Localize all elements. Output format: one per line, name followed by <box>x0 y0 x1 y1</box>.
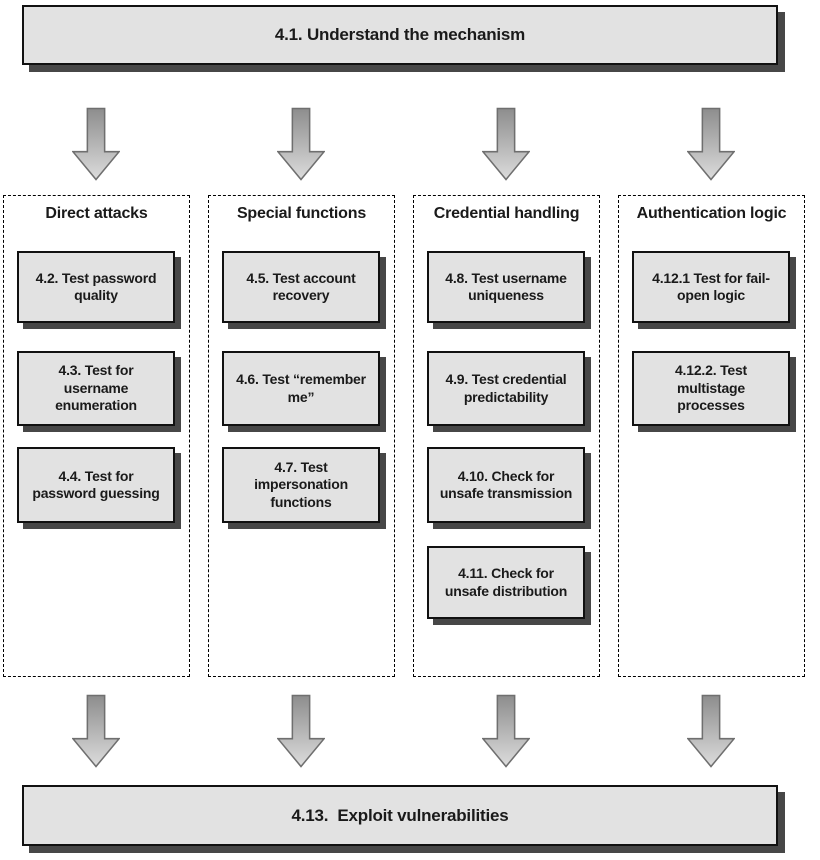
down-arrow-icon <box>482 694 530 768</box>
box-exploit-vulnerabilities: 4.13. Exploit vulnerabilities <box>22 785 778 846</box>
step-box-4-12-2: 4.12.2. Test multistage processes <box>632 351 790 426</box>
step-box-4-4: 4.4. Test for password guessing <box>17 447 175 523</box>
step-box-4-3: 4.3. Test for username enumeration <box>17 351 175 426</box>
down-arrow-icon <box>72 107 120 181</box>
step-box-4-5: 4.5. Test account recovery <box>222 251 380 323</box>
step-box-4-6: 4.6. Test “remember me” <box>222 351 380 426</box>
column-special-functions: Special functions 4.5. Test account reco… <box>208 195 395 677</box>
down-arrow-icon <box>687 107 735 181</box>
step-box-4-11: 4.11. Check for unsafe distribution <box>427 546 585 619</box>
box-understand-mechanism: 4.1. Understand the mechanism <box>22 5 778 65</box>
down-arrow-icon <box>482 107 530 181</box>
step-box-4-8: 4.8. Test username uniqueness <box>427 251 585 323</box>
step-box-4-2: 4.2. Test password quality <box>17 251 175 323</box>
column-header: Credential handling <box>433 205 580 222</box>
column-header: Direct attacks <box>45 205 148 222</box>
step-box-4-7: 4.7. Test impersonation functions <box>222 447 380 523</box>
step-box-4-12-1: 4.12.1 Test for fail- open logic <box>632 251 790 323</box>
column-credential-handling: Credential handling 4.8. Test username u… <box>413 195 600 677</box>
down-arrow-icon <box>72 694 120 768</box>
column-header: Authentication logic <box>636 205 787 222</box>
column-direct-attacks: Direct attacks 4.2. Test password qualit… <box>3 195 190 677</box>
column-header: Special functions <box>236 205 367 222</box>
down-arrow-icon <box>277 107 325 181</box>
column-authentication-logic: Authentication logic 4.12.1 Test for fai… <box>618 195 805 677</box>
down-arrow-icon <box>277 694 325 768</box>
step-box-4-10: 4.10. Check for unsafe transmission <box>427 447 585 523</box>
down-arrow-icon <box>687 694 735 768</box>
step-box-4-9: 4.9. Test credential predictability <box>427 351 585 426</box>
